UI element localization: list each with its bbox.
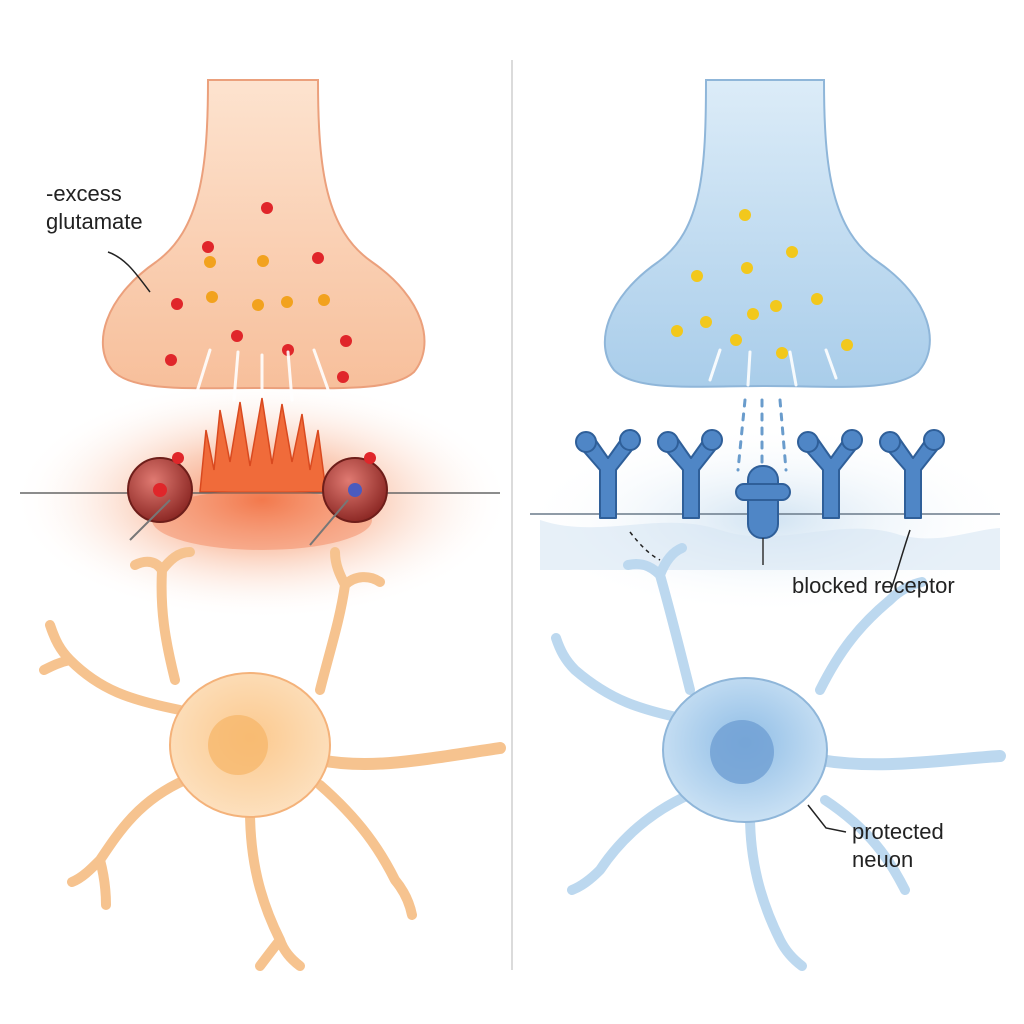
receptor-1 (575, 429, 641, 519)
excess-glutamate-label-line1: -excess (46, 181, 122, 206)
glutamate-release-streaks (194, 348, 332, 404)
protected-neuron-label-line2: neuon (852, 847, 914, 872)
protected-neuron-label: protected neuon (852, 818, 944, 874)
receptor-2 (657, 429, 723, 519)
blocked-receptor-pointer-2 (629, 531, 661, 561)
excess-glutamate-pointer (107, 251, 151, 293)
excess-glutamate-label: -excess glutamate (46, 180, 143, 236)
glutamate-molecules-normal (671, 209, 853, 359)
overactivation-flames (199, 397, 327, 493)
damaged-neuron (39, 547, 506, 971)
left-membrane-damage (152, 490, 372, 550)
protected-neuron (551, 543, 1006, 971)
right-release-dashes (736, 398, 788, 472)
blocked-receptor-label: blocked receptor (792, 573, 955, 598)
protected-neuron-pointer (807, 804, 847, 833)
overactivated-receptor-right (309, 452, 388, 546)
left-panel (12, 79, 512, 971)
protected-neuron-label-line1: protected (852, 819, 944, 844)
blocked-receptor-pointer (889, 529, 911, 593)
excess-glutamate-label-line2: glutamate (46, 209, 143, 234)
glutamate-molecules-excess (165, 202, 352, 383)
damaged-neuron-nucleus (208, 715, 268, 775)
receptor-3 (797, 429, 863, 519)
right-panel (520, 79, 1020, 971)
protected-neuron-nucleus (710, 720, 774, 784)
overactivated-receptor-left (127, 452, 193, 541)
right-axon-terminal (603, 79, 931, 388)
blocked-central-receptor (735, 465, 791, 565)
left-axon-terminal (101, 79, 426, 390)
receptor-4 (879, 429, 945, 519)
right-release-streaks (708, 348, 838, 387)
